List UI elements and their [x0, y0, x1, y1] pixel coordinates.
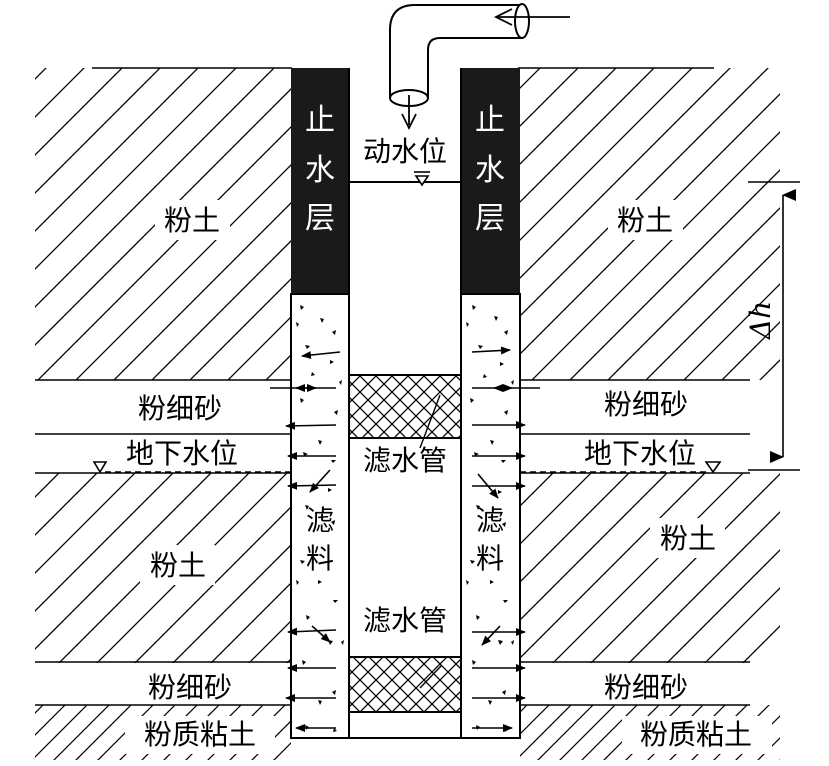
seal-right-label-1: 止	[475, 103, 505, 138]
silt-left-mid-label: 粉土	[150, 549, 206, 582]
dynamic-level-label: 动水位	[363, 135, 447, 168]
silt-right-mid-label: 粉土	[660, 522, 716, 555]
clay-right-label: 粉质粘土	[640, 718, 752, 751]
filter-left-label-1: 滤	[306, 504, 334, 537]
filter-right-label-1: 滤	[476, 504, 504, 537]
seal-right	[461, 68, 520, 294]
seal-right-label-2: 水	[475, 153, 505, 188]
filter-right-label-2: 料	[476, 542, 504, 575]
silty-sand-right-1-label: 粉细砂	[604, 388, 688, 421]
silty-sand-left-1-label: 粉细砂	[138, 392, 222, 425]
screen-upper-label: 滤水管	[363, 444, 447, 477]
soil-silt-lower-right	[520, 473, 780, 663]
seal-left-label-2: 水	[305, 153, 335, 188]
silt-left-top-label: 粉土	[164, 204, 220, 237]
screen-upper	[348, 374, 462, 439]
screen-leader-lines	[419, 394, 443, 689]
seal-left	[291, 68, 349, 294]
flow-arrow-icon	[270, 346, 540, 732]
dimension-arrow-icon	[748, 181, 800, 471]
groundwater-right-label: 地下水位	[584, 437, 696, 470]
filter-left-label-2: 料	[306, 542, 334, 575]
layer-boundaries	[35, 67, 750, 706]
seal-left-label-3: 层	[305, 201, 335, 236]
seal-left-label-1: 止	[305, 103, 335, 138]
screen-lower-label: 滤水管	[363, 604, 447, 637]
water-level-triangle-icon	[92, 171, 722, 474]
clay-left-label: 粉质粘土	[144, 718, 256, 751]
inflow-arrow-icon	[401, 8, 570, 131]
silty-sand-right-2-label: 粉细砂	[604, 671, 688, 704]
silty-sand-left-2-label: 粉细砂	[148, 671, 232, 704]
filter-gravel-left	[290, 293, 350, 739]
seal-right-label-3: 层	[475, 201, 505, 236]
screen-lower	[348, 656, 462, 713]
groundwater-left-label: 地下水位	[126, 437, 238, 470]
silt-right-top-label: 粉土	[617, 204, 673, 237]
delta-h-label: Δh	[744, 301, 777, 340]
filter-gravel-right	[460, 293, 521, 739]
